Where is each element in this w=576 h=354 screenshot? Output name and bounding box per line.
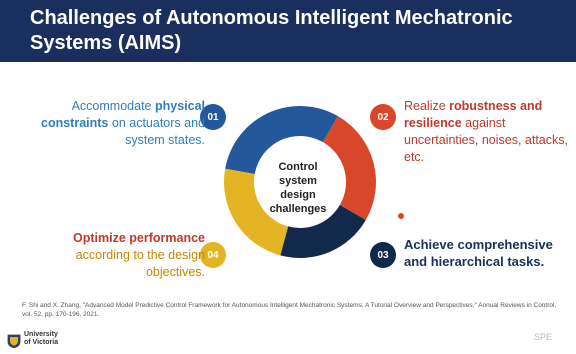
ring-segment-red [323, 116, 376, 220]
center-line-1: Control system [278, 161, 318, 187]
challenge-robustness: Realize robustness and resilience agains… [404, 98, 569, 166]
center-label: Control system design challenges [258, 160, 338, 216]
challenge-4-post: according to the design objectives. [75, 248, 205, 279]
title-line-2: Systems (AIMS) [30, 32, 182, 54]
ring-segment-blue [225, 106, 338, 175]
citation: F. Shi and X. Zhang, "Advanced Model Pre… [22, 302, 557, 318]
challenge-2-pre: Realize [404, 99, 450, 113]
challenge-1-bold: physical constraints [41, 99, 205, 130]
accent-dot [398, 213, 404, 219]
challenge-4-bold: Optimize performance [73, 231, 205, 245]
university-logo-text: University of Victoria [24, 331, 58, 347]
challenge-3-text: Achieve comprehensive and hierarchical t… [404, 237, 553, 269]
logo-line-1: University [24, 331, 58, 338]
badge-02: 02 [370, 104, 396, 130]
page-title: Challenges of Autonomous Intelligent Mec… [30, 6, 570, 56]
challenge-1-post: on actuators and system states. [108, 116, 205, 147]
challenge-2-bold: robustness and resilience [404, 99, 543, 130]
challenge-hierarchical-tasks: Achieve comprehensive and hierarchical t… [404, 236, 569, 270]
logo-line-2: of Victoria [24, 339, 59, 346]
header-banner: Challenges of Autonomous Intelligent Mec… [0, 0, 576, 62]
center-line-2: design [280, 189, 316, 201]
university-logo-icon [7, 334, 21, 349]
ring-segment-navy [280, 205, 366, 258]
badge-04: 04 [200, 242, 226, 268]
badge-01: 01 [200, 104, 226, 130]
corner-mark: SPE [534, 332, 553, 342]
center-line-3: challenges [269, 203, 327, 215]
challenge-physical-constraints: Accommodate physical constraints on actu… [20, 98, 205, 149]
ring-segment-yellow [223, 168, 289, 256]
challenge-2-post: against uncertainties, noises, attacks, … [404, 116, 568, 164]
title-line-1: Challenges of Autonomous Intelligent Mec… [30, 7, 513, 29]
challenge-optimize-performance: Optimize performance according to the de… [20, 230, 205, 281]
badge-03: 03 [370, 242, 396, 268]
ring-center [255, 137, 345, 227]
challenge-1-pre: Accommodate [71, 99, 155, 113]
